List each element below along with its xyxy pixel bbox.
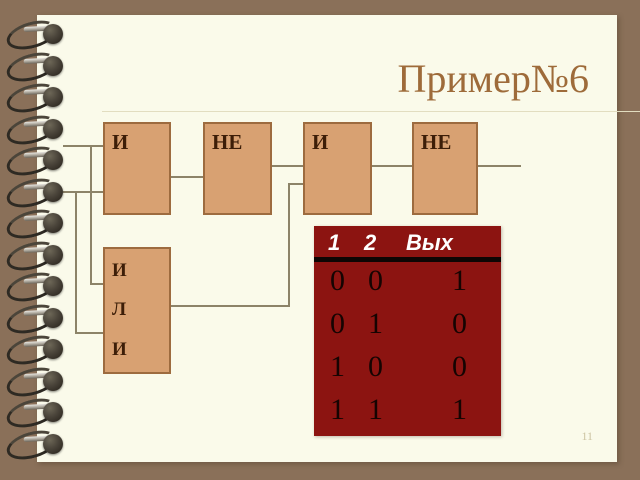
cell-out: 1 <box>452 393 467 426</box>
gate-or-1-label-line3: И <box>112 339 127 360</box>
truth-table: 1 2 Вых 0 0 1 0 1 0 1 0 0 <box>314 226 501 436</box>
cell-in1: 1 <box>330 393 345 426</box>
cell-out: 1 <box>452 264 467 297</box>
cell-in2: 0 <box>368 264 383 297</box>
gate-or-1[interactable]: И Л И <box>103 247 171 374</box>
notebook-page: Пример№6 И <box>37 15 640 462</box>
wire-or-to-and2-horizontal <box>170 305 290 307</box>
truth-table-header-row: 1 2 Вых <box>314 226 501 256</box>
truth-table-body: 0 0 1 0 1 0 1 0 0 1 1 1 <box>314 262 501 434</box>
cell-in1: 0 <box>330 264 345 297</box>
cell-in2: 1 <box>368 307 383 340</box>
wire-branch-1-vertical <box>90 145 92 284</box>
gate-and-1-label: И <box>112 130 129 154</box>
cell-in1: 0 <box>330 307 345 340</box>
gate-or-1-label-line2: Л <box>112 299 127 320</box>
wire-not1-to-and2 <box>272 165 303 167</box>
cell-out: 0 <box>452 350 467 383</box>
gate-not-2[interactable]: НЕ <box>412 122 478 215</box>
truth-table-header-divider <box>314 257 501 262</box>
cell-in2: 0 <box>368 350 383 383</box>
table-row: 1 0 0 <box>314 348 501 391</box>
table-row: 1 1 1 <box>314 391 501 434</box>
wire-or-to-and2-input <box>288 183 303 185</box>
truth-table-header-out: Вых <box>406 230 453 255</box>
wire-output <box>478 165 521 167</box>
table-row: 0 1 0 <box>314 305 501 348</box>
wire-and2-to-not2 <box>372 165 412 167</box>
wire-branch-2-vertical <box>75 191 77 333</box>
gate-not-2-label: НЕ <box>421 130 452 154</box>
page-number: 11 <box>581 429 593 443</box>
gate-and-2-label: И <box>312 130 329 154</box>
gate-not-1[interactable]: НЕ <box>203 122 272 215</box>
page-title: Пример№6 <box>397 56 589 101</box>
wire-input-2 <box>63 191 139 193</box>
wire-or-to-and2-vertical <box>288 183 290 307</box>
truth-table-header-1: 1 <box>328 230 341 255</box>
gate-not-1-label: НЕ <box>212 130 243 154</box>
wire-and1-to-not1 <box>170 176 203 178</box>
cell-in2: 1 <box>368 393 383 426</box>
title-divider <box>102 111 640 112</box>
gate-and-2[interactable]: И <box>303 122 372 215</box>
gate-or-1-label-line1: И <box>112 260 127 281</box>
wire-input-1 <box>63 145 139 147</box>
cell-out: 0 <box>452 307 467 340</box>
cell-in1: 1 <box>330 350 345 383</box>
table-row: 0 0 1 <box>314 262 501 305</box>
truth-table-header-2: 2 <box>364 230 377 255</box>
gate-and-1[interactable]: И <box>103 122 171 215</box>
